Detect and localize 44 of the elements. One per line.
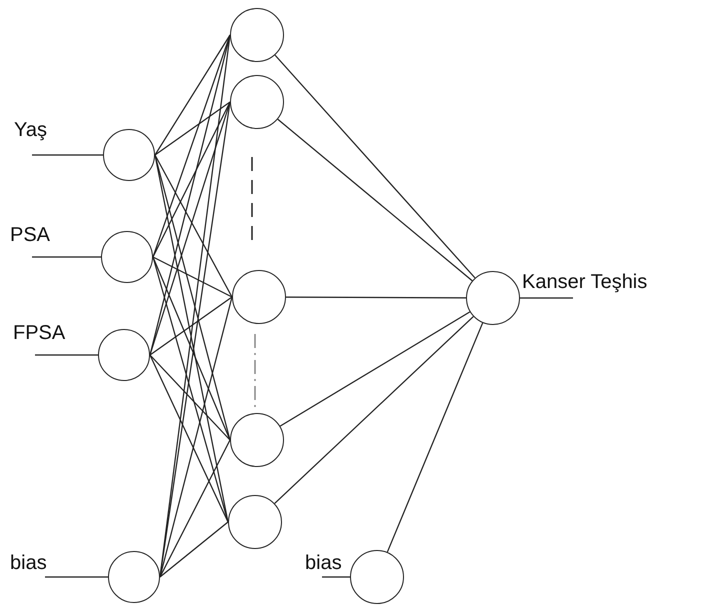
input-line	[45, 576, 108, 578]
input-line	[322, 576, 350, 578]
connection-line	[154, 154, 231, 440]
connection-line	[386, 322, 484, 552]
neuron-circle	[108, 551, 160, 603]
connection-line	[150, 354, 230, 440]
input-line	[32, 154, 103, 156]
input-line	[520, 297, 573, 299]
neuron-label: bias	[305, 553, 342, 573]
neuron-circle	[101, 231, 153, 283]
connection-line	[152, 102, 231, 258]
connection-line	[154, 102, 230, 156]
input-line	[32, 256, 101, 258]
neuron-circle	[230, 413, 284, 467]
connection-line	[149, 354, 229, 522]
connection-line	[277, 118, 473, 282]
neuron-label: Yaş	[14, 120, 47, 140]
neuron-circle	[232, 270, 286, 324]
connection-line	[154, 34, 230, 156]
connection-line	[286, 296, 466, 298]
neuron-circle	[103, 129, 155, 181]
neuron-circle	[350, 550, 404, 604]
connection-line	[159, 440, 231, 578]
neuron-label: FPSA	[13, 323, 66, 343]
connection-line	[152, 256, 231, 440]
neuron-circle	[466, 271, 520, 325]
neuron-circle	[98, 329, 150, 381]
connection-line	[152, 256, 229, 522]
connection-line	[274, 54, 476, 278]
neuron-label: Kanser Teşhis	[522, 272, 648, 292]
connection-line	[280, 311, 470, 427]
neuron-label: PSA	[10, 225, 50, 245]
connection-line	[159, 296, 233, 578]
neuron-circle	[230, 8, 284, 62]
neuron-label: bias	[10, 553, 47, 573]
neuron-circle	[228, 495, 282, 549]
connection-line	[150, 296, 232, 356]
connection-line	[152, 34, 231, 258]
connection-line	[154, 154, 233, 298]
neuron-circle	[230, 75, 284, 129]
connection-line	[160, 522, 228, 578]
input-line	[35, 354, 98, 356]
connection-line	[152, 256, 232, 298]
connection-line	[274, 316, 474, 504]
